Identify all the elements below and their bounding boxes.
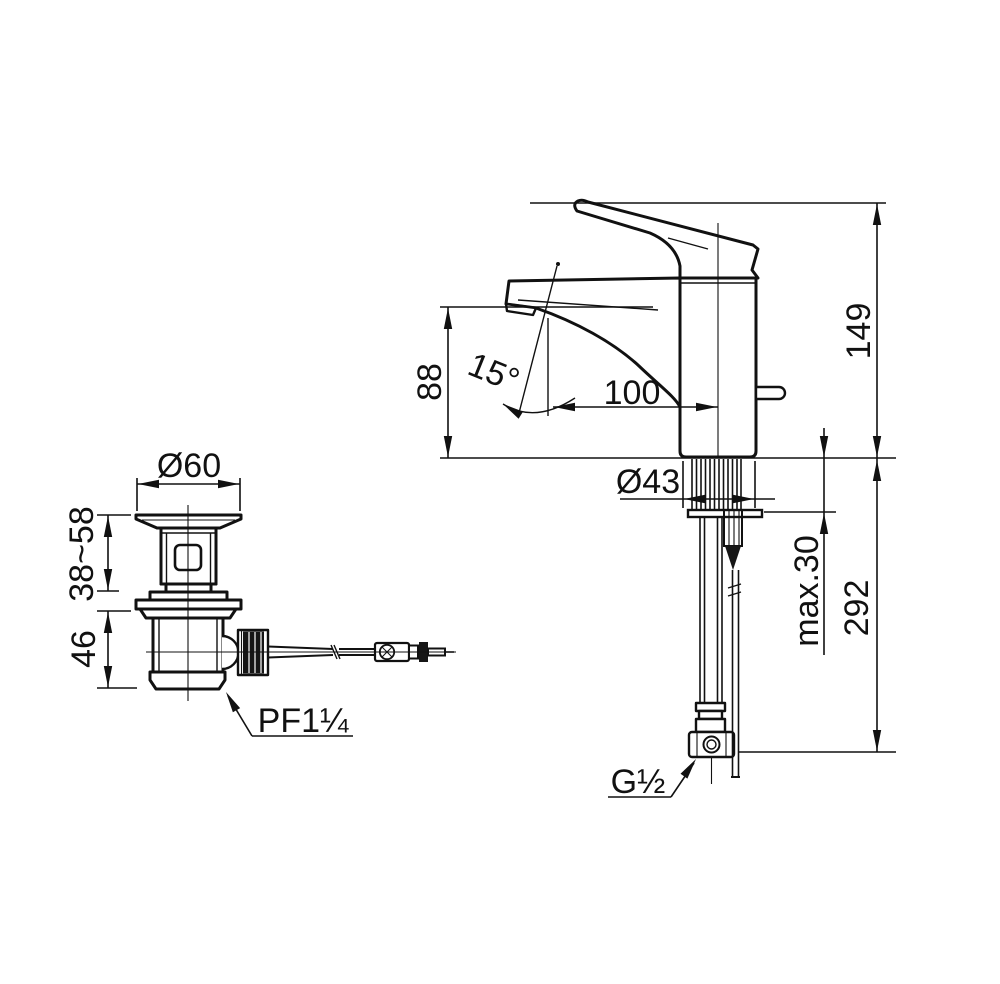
dimension-labels: 149 292 max.30 Ø43 100 88 15° Ø60 38~58 … <box>63 303 878 801</box>
label-drain-lower-height: 46 <box>65 630 103 668</box>
dim-deck-thickness <box>819 428 829 655</box>
label-spout-angle: 15° <box>463 346 525 400</box>
faucet-handle-lever <box>573 198 760 280</box>
label-supply-length: 292 <box>838 580 876 637</box>
escutcheon-flange <box>686 508 764 519</box>
dim-drain-adjust-range <box>97 514 131 592</box>
handle-contour-line <box>667 237 709 250</box>
popup-rod-knob <box>754 385 787 401</box>
drain-lower-body <box>148 616 240 691</box>
leader-supply-thread <box>608 759 696 798</box>
dim-spout-height <box>443 307 453 458</box>
dim-spout-angle <box>502 262 576 419</box>
supply-hoses <box>699 517 723 703</box>
hose-nut <box>694 701 727 734</box>
drain-assembly <box>134 505 456 701</box>
label-drain-flange-diameter: Ø60 <box>157 447 221 485</box>
dim-drain-flange-diameter <box>136 478 241 511</box>
leader-drain-thread <box>226 692 353 737</box>
spout-contour-line <box>517 299 659 311</box>
label-body-diameter: Ø43 <box>616 463 680 501</box>
supply-elbow-fitting <box>687 730 736 784</box>
popup-lift-rod <box>727 570 742 778</box>
label-drain-adjust-range: 38~58 <box>63 506 101 602</box>
dim-supply-length <box>872 458 882 752</box>
label-spout-height: 88 <box>411 363 449 401</box>
label-deck-thickness: max.30 <box>788 535 826 647</box>
dim-overall-height <box>872 203 882 458</box>
label-spout-reach: 100 <box>604 374 661 412</box>
dim-spout-reach <box>553 402 718 412</box>
faucet-elevation <box>504 198 787 784</box>
dimension-lines <box>97 202 896 798</box>
label-supply-thread: G½ <box>611 763 666 801</box>
faucet-spout-outline <box>504 276 682 409</box>
label-drain-thread: PF1¼ <box>258 702 349 740</box>
faucet-shank-threads <box>691 459 742 510</box>
popup-tailpiece <box>723 509 743 570</box>
dim-drain-lower-height <box>97 610 137 689</box>
dim-body-diameter <box>620 461 775 508</box>
label-overall-height: 149 <box>840 303 878 360</box>
